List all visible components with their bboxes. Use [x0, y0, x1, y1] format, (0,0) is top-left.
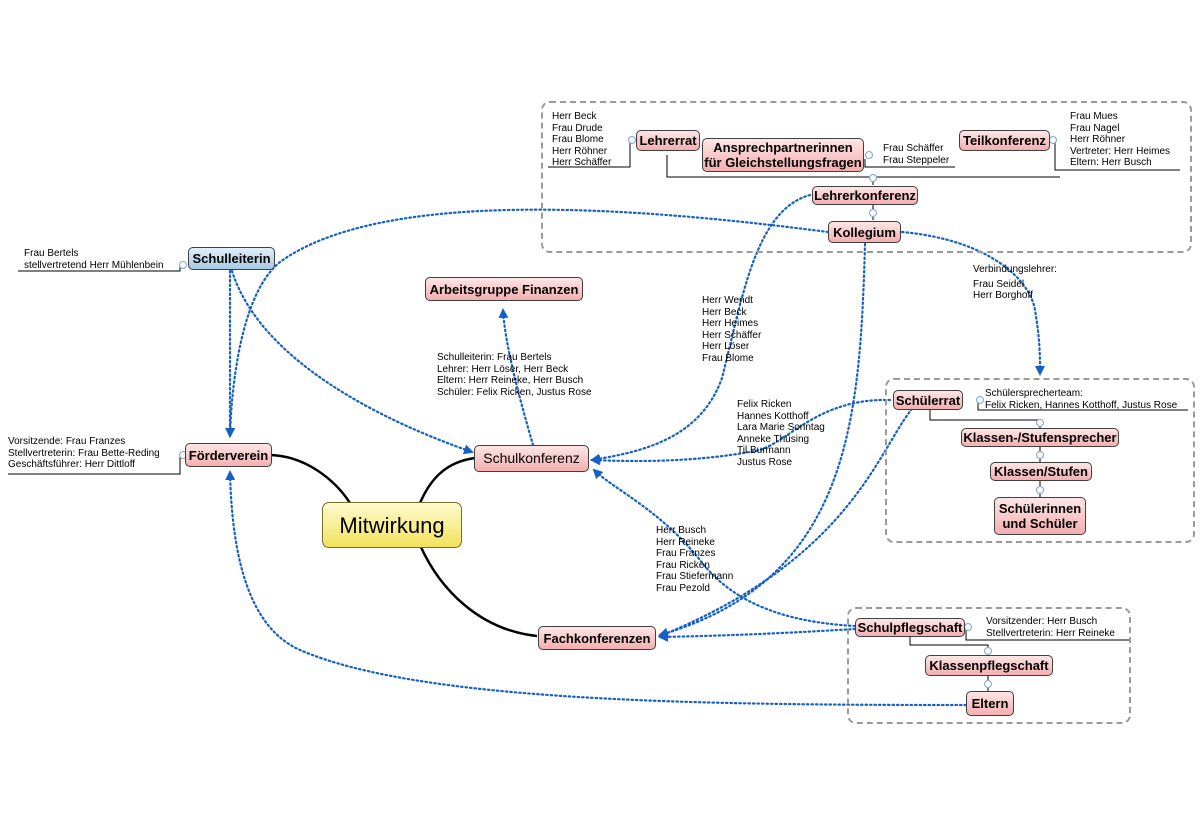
node-klassen-stufen[interactable]: Klassen/Stufen [990, 462, 1092, 481]
node-schulkonferenz[interactable]: Schulkonferenz [474, 445, 589, 472]
note-line: Herr Beck [552, 111, 597, 122]
note-line: Herr Wendt [702, 295, 753, 306]
note-line: Herr Röhner [552, 145, 608, 157]
node-schuelerrat[interactable]: Schülerrat [893, 390, 963, 410]
note-line: Frau Seidel [973, 278, 1025, 290]
note-line: Vorsitzender: Herr Busch [986, 616, 1098, 627]
arrow-kollegium-foerderverein [225, 208, 830, 438]
node-ansprechpartnerinnen[interactable]: Ansprechpartnerinnen für Gleichstellungs… [702, 138, 864, 172]
note-line: Frau Blome [552, 134, 604, 146]
main-branches [267, 453, 538, 638]
note-line: Stellvertreterin: Frau Bette-Reding [8, 447, 160, 459]
node-schuelerinnen-und-schueler[interactable]: Schülerinnen und Schüler [994, 497, 1086, 535]
note-line: Lara Marie Sonntag [737, 422, 825, 434]
note-line: Herr Busch [656, 525, 707, 536]
note-line: Herr Heimes [702, 318, 759, 330]
note-verbindungslehrer: Verbindungslehrer: Frau Seidel Herr Borg… [973, 264, 1057, 302]
note-line: Herr Borghoff [973, 290, 1033, 302]
collapse-dots [179, 136, 1057, 688]
note-line: Herr Schäffer [702, 329, 762, 341]
node-klassenpflegschaft[interactable]: Klassenpflegschaft [925, 655, 1053, 676]
node-klassen-stufensprecher[interactable]: Klassen-/Stufensprecher [961, 428, 1119, 447]
note-line: Eltern: Herr Reineke, Herr Busch [437, 375, 584, 387]
note-line: stellvertretend Herr Mühlenbein [24, 259, 164, 271]
note-ansprechpartnerinnen: Frau Schäffer Frau Steppeler [883, 143, 949, 166]
note-line: Herr Beck [702, 306, 747, 318]
note-line: Frau Bertels [24, 248, 79, 259]
arrow-lehrerkonferenz-schulkonferenz [590, 193, 812, 464]
note-teilkonferenz: Frau Mues Frau Nagel Herr Röhner Vertret… [1070, 111, 1170, 169]
note-line: Justus Rose [737, 456, 793, 468]
note-line: Til Burmann [737, 445, 791, 457]
eltern-group [847, 607, 1131, 724]
node-schulpflegschaft[interactable]: Schulpflegschaft [855, 618, 965, 637]
arrow-eltern-foerderverein [225, 470, 968, 707]
central-node-mitwirkung[interactable]: Mitwirkung [322, 502, 462, 548]
note-line: Eltern: Herr Busch [1070, 157, 1152, 169]
branch-fachkonferenzen [418, 544, 538, 638]
node-arbeitsgruppe-finanzen[interactable]: Arbeitsgruppe Finanzen [425, 277, 583, 301]
arrow-schulleiterin-schulkonferenz [230, 269, 474, 455]
note-line: Felix Ricken, Hannes Kotthoff, Justus Ro… [985, 399, 1178, 411]
node-fachkonferenzen[interactable]: Fachkonferenzen [538, 626, 656, 650]
lehrer-group [541, 101, 1192, 253]
relationship-arrows [225, 193, 1045, 707]
arrow-kollegium-schuelerrat [900, 230, 1045, 376]
note-line: Schüler: Felix Ricken, Justus Rose [437, 386, 592, 398]
arrow-kollegium-fachkonferenzen [658, 242, 867, 638]
note-line: Frau Drude [552, 122, 603, 134]
branch-schulkonferenz [418, 456, 476, 504]
arrow-schuelerrat-fachkonferenzen [658, 400, 920, 638]
note-line: Frau Stiefermann [656, 571, 734, 583]
note-line: Frau Pezold [656, 582, 710, 594]
note-line: Schülersprecherteam: [985, 388, 1083, 399]
note-line: Frau Ricken [656, 559, 710, 571]
branch-foerderverein [267, 453, 352, 504]
note-line: Geschäftsführer: Herr Dittloff [8, 459, 136, 471]
node-kollegium[interactable]: Kollegium [828, 221, 901, 243]
arrow-schuelerrat-schulkonferenz [590, 398, 892, 466]
note-line: Felix Ricken [737, 399, 792, 410]
note-line: Frau Franzes [656, 548, 716, 560]
note-line: Frau Steppeler [883, 154, 950, 166]
note-line: Herr Löser [702, 341, 750, 353]
note-line: Frau Schäffer [883, 143, 944, 154]
note-line: Herr Schäffer [552, 157, 612, 169]
note-line: Anneke Thüsing [737, 433, 810, 445]
node-lehrerrat[interactable]: Lehrerrat [636, 130, 700, 151]
note-line: Frau Nagel [1070, 122, 1120, 134]
note-line: Vorsitzende: Frau Franzes [8, 436, 126, 447]
note-line: Herr Röhner [1070, 134, 1126, 146]
arrow-schulkonferenz-arbeitsgruppe [498, 308, 535, 447]
note-line: Hannes Kotthoff [737, 410, 809, 422]
note-schueler-schulkonferenz: Felix Ricken Hannes Kotthoff Lara Marie … [737, 399, 825, 469]
node-schulleiterin[interactable]: Schulleiterin [188, 247, 275, 270]
note-schuelersprecherteam: Schülersprecherteam: Felix Ricken, Hanne… [985, 388, 1177, 411]
node-lehrerkonferenz[interactable]: Lehrerkonferenz [812, 186, 918, 205]
note-line: Vertreter: Herr Heimes [1070, 145, 1171, 157]
note-line: Schulleiterin: Frau Bertels [437, 352, 552, 363]
note-line: Lehrer: Herr Löser, Herr Beck [437, 363, 569, 375]
note-foerderverein: Vorsitzende: Frau Franzes Stellvertreter… [8, 436, 160, 471]
node-foerderverein[interactable]: Förderverein [185, 443, 272, 467]
note-line: Stellvertreterin: Herr Reineke [986, 627, 1115, 639]
arrow-schulpflegschaft-schulkonferenz [592, 468, 857, 628]
arrow-schulpflegschaft-fachkonferenzen [658, 627, 857, 642]
note-lehrerrat: Herr Beck Frau Drude Frau Blome Herr Röh… [552, 111, 611, 169]
node-teilkonferenz[interactable]: Teilkonferenz [959, 130, 1050, 151]
note-line: Frau Mues [1070, 111, 1118, 122]
schueler-group [885, 378, 1195, 543]
note-line: Verbindungslehrer: [973, 264, 1057, 275]
note-schulleiterin: Frau Bertels stellvertretend Herr Mühlen… [24, 248, 164, 271]
note-lehrer-schulkonferenz: Herr Wendt Herr Beck Herr Heimes Herr Sc… [702, 295, 761, 365]
note-schulkonferenz-members: Schulleiterin: Frau Bertels Lehrer: Herr… [437, 352, 592, 398]
note-line: Frau Blome [702, 352, 754, 364]
note-eltern-schulkonferenz: Herr Busch Herr Reineke Frau Franzes Fra… [656, 525, 733, 595]
note-line: Herr Reineke [656, 536, 715, 548]
note-schulpflegschaft: Vorsitzender: Herr Busch Stellvertreteri… [986, 616, 1115, 639]
node-eltern[interactable]: Eltern [966, 691, 1014, 716]
